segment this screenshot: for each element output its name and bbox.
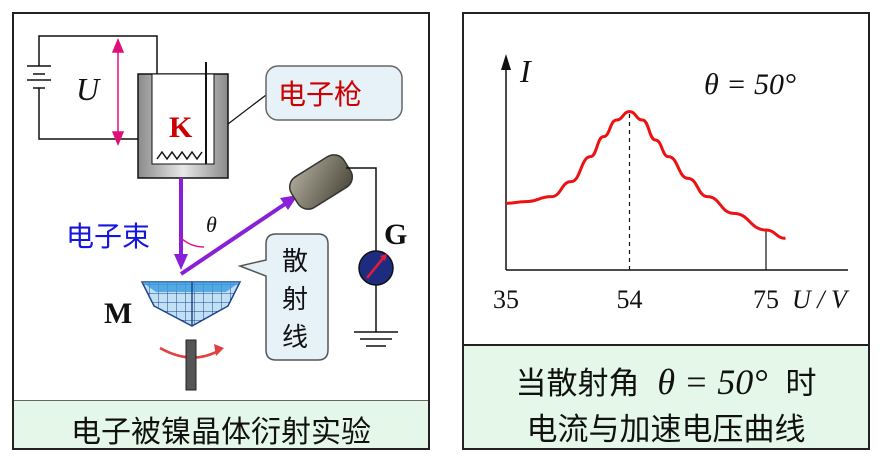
voltage-label: U (76, 71, 101, 107)
scatter-label-char-3: 线 (282, 323, 308, 353)
caption-suffix: 时 (785, 366, 817, 402)
scatter-callout (237, 233, 329, 361)
nickel-crystal (140, 281, 242, 327)
series-line (505, 110, 786, 240)
angle-annotation: θ = 50° (704, 68, 796, 101)
x-axis-label: U / V (792, 285, 850, 314)
experiment-caption: 电子被镍晶体衍射实验 (71, 415, 371, 450)
curve-caption-line-1: 当散射角 θ = 50° 时 (464, 358, 868, 403)
x-tick-label-75: 75 (753, 285, 779, 314)
voltage-arrow (111, 38, 125, 146)
galvanometer-label: G (384, 218, 407, 251)
curve-caption-line-2: 电流与加速电压曲线 (526, 412, 806, 448)
caption-formula: θ = 50° (657, 362, 768, 402)
detector (288, 154, 354, 210)
scatter-angle-arc (180, 237, 205, 248)
chart-axes (501, 54, 848, 271)
current-voltage-chart: I θ = 50° U / V 35 54 75 (493, 53, 850, 314)
galvanometer-circuit (346, 167, 398, 347)
crystal-stand (185, 339, 197, 391)
galvanometer (358, 250, 394, 286)
angle-symbol: θ (206, 212, 217, 237)
electron-beam (174, 178, 188, 270)
experiment-panel: U K 电子枪 电子束 θ (12, 12, 430, 450)
experiment-caption-box: 电子被镍晶体衍射实验 (14, 400, 428, 450)
electron-gun-callout (265, 65, 403, 121)
cathode-label: K (169, 111, 193, 144)
curve-caption-box: 当散射角 θ = 50° 时 电流与加速电压曲线 (464, 344, 868, 448)
electron-beam-label: 电子束 (66, 220, 150, 253)
apparatus-diagram: U K 电子枪 电子束 θ (27, 35, 407, 391)
caption-prefix: 当散射角 (515, 366, 640, 402)
electron-gun-label: 电子枪 (278, 78, 362, 111)
scatter-label-char-1: 散 (282, 247, 308, 277)
crystal-label: M (104, 297, 132, 330)
battery-circuit (27, 35, 158, 140)
x-tick-label-35: 35 (493, 285, 519, 314)
scattered-ray (179, 195, 298, 276)
curve-panel: I θ = 50° U / V 35 54 75 当散射角 θ = 50° 时 电流… (462, 12, 870, 450)
scatter-label-char-2: 射 (282, 285, 308, 315)
x-tick-label-54: 54 (617, 285, 643, 314)
electron-gun (137, 62, 229, 179)
y-axis-label: I (519, 53, 532, 89)
